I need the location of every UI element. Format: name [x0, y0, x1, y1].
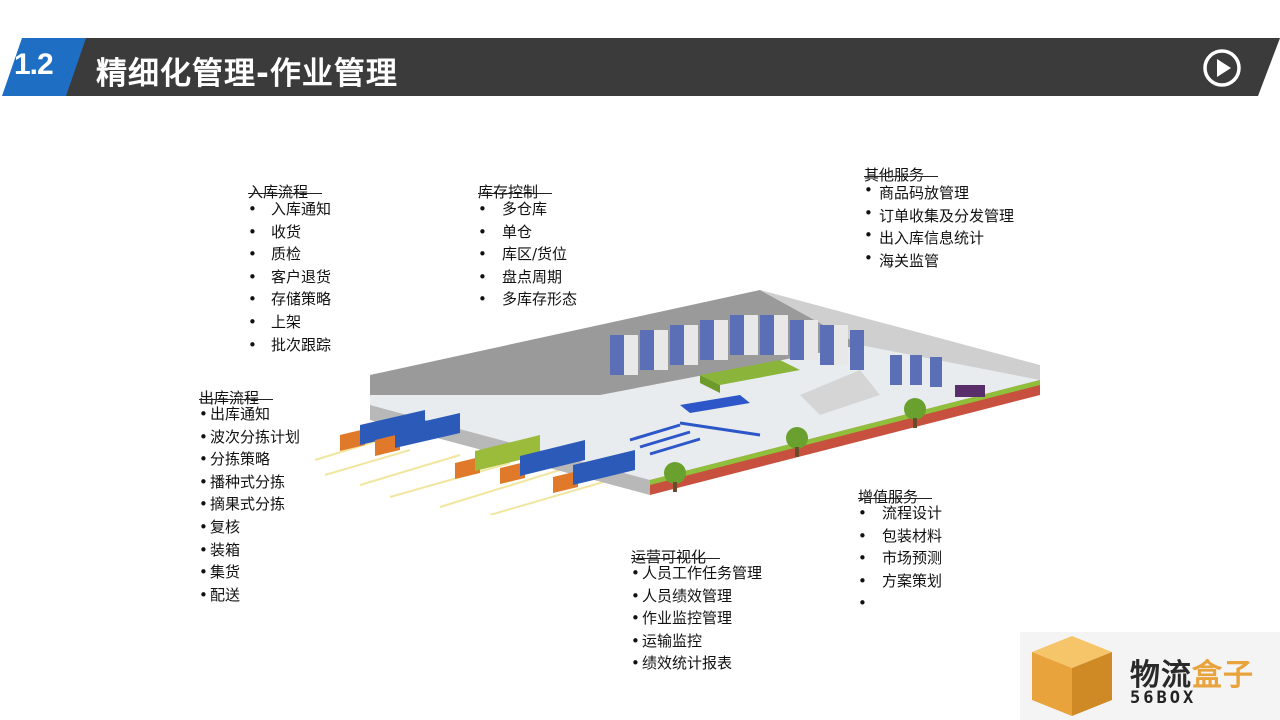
list-item: •海关监管	[864, 248, 940, 270]
group-title: 增值服务	[858, 488, 933, 506]
group-inbound: 入库流程 •入库通知 •收货 •质检 •客户退货 •存储策略 •上架 •批次跟踪	[248, 182, 331, 356]
list-item: •运输监控	[631, 631, 703, 650]
list-item: •收货	[248, 222, 302, 241]
list-item: •出入库信息统计	[864, 226, 985, 248]
list-item: •批次跟踪	[248, 335, 332, 354]
group-other-services: 其他服务 •商品码放管理 •订单收集及分发管理 •出入库信息统计 •海关监管	[864, 165, 1014, 272]
list-item: •绩效统计报表	[631, 654, 733, 673]
list-item: •方案策划	[858, 571, 943, 590]
list-item: •商品码放管理	[864, 181, 970, 202]
list-item: •装箱	[199, 540, 241, 559]
group-operations: 运营可视化 •人员工作任务管理 •人员绩效管理 •作业监控管理 •运输监控 •绩…	[631, 547, 762, 675]
list-item: •盘点周期	[478, 267, 563, 286]
list-item: •	[858, 594, 867, 613]
page-title: 精细化管理-作业管理	[96, 56, 398, 92]
list-item: •作业监控管理	[631, 609, 733, 628]
group-title: 入库流程	[248, 183, 323, 201]
group-inventory: 库存控制 •多仓库 •单仓 •库区/货位 •盘点周期 •多库存形态	[478, 182, 577, 311]
list-item: •波次分拣计划	[199, 427, 301, 446]
group-value-added: 增值服务 •流程设计 •包装材料 •市场预测 •方案策划 •	[858, 487, 942, 615]
list-item: •单仓	[478, 222, 533, 241]
list-item: •质检	[248, 245, 302, 264]
list-item: •复核	[199, 517, 241, 536]
list-item: •分拣策略	[199, 450, 271, 469]
warehouse-illustration	[314, 290, 1040, 515]
box-icon	[1020, 632, 1280, 720]
group-title: 库存控制	[478, 183, 553, 201]
list-item: •存储策略	[248, 290, 332, 309]
section-number: 1.2	[14, 48, 54, 81]
group-title: 其他服务	[864, 166, 939, 184]
list-item: •多仓库	[478, 200, 548, 218]
logo-subtitle: 56BOX	[1130, 688, 1197, 708]
list-item: •订单收集及分发管理	[864, 203, 1015, 225]
group-title: 运营可视化	[631, 548, 721, 566]
list-item: •多库存形态	[478, 290, 578, 309]
header-bar	[48, 38, 1280, 96]
list-item: •人员绩效管理	[631, 586, 733, 605]
group-outbound: 出库流程 •出库通知 •波次分拣计划 •分拣策略 •播种式分拣 •摘果式分拣 •…	[199, 388, 300, 606]
list-item: •客户退货	[248, 267, 332, 286]
list-item: •市场预测	[858, 549, 943, 568]
group-title: 出库流程	[199, 389, 274, 407]
list-item: •流程设计	[858, 504, 943, 522]
logo-name: 物流盒子	[1130, 658, 1254, 693]
list-item: •上架	[248, 312, 302, 331]
list-item: •包装材料	[858, 526, 943, 545]
list-item: •入库通知	[248, 200, 332, 218]
list-item: •摘果式分拣	[199, 495, 286, 514]
list-item: •集货	[199, 563, 241, 582]
section-badge	[2, 38, 86, 96]
list-item: •配送	[199, 585, 241, 604]
list-item: •出库通知	[199, 405, 271, 423]
list-item: •播种式分拣	[199, 472, 286, 491]
play-circle-icon[interactable]	[1202, 48, 1242, 88]
list-item: •人员工作任务管理	[631, 564, 763, 582]
list-item: •库区/货位	[478, 245, 568, 264]
